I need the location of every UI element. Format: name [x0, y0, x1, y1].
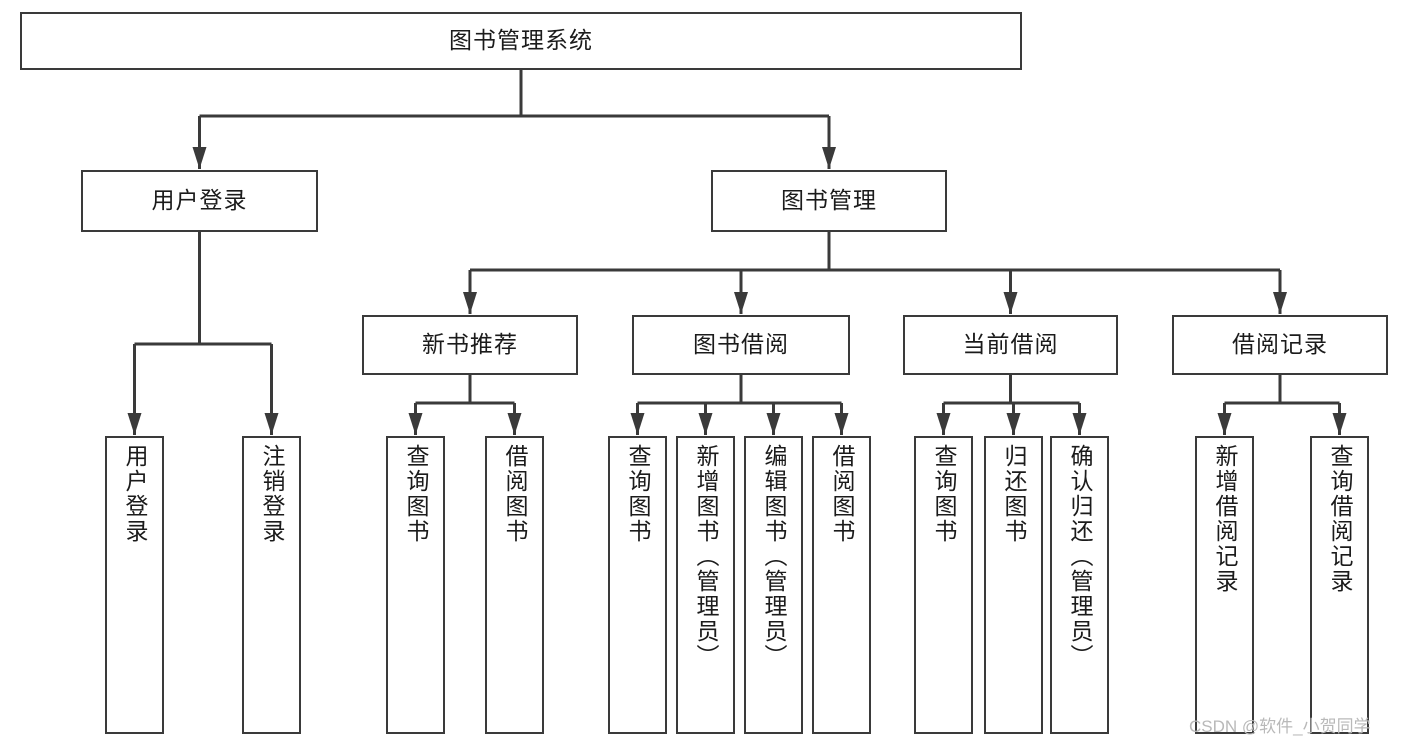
node-l3-record[interactable]: 借阅记录	[1172, 315, 1388, 375]
node-label: 用户登录	[151, 187, 248, 214]
node-l4-d2[interactable]: 归还图书	[984, 436, 1043, 734]
node-label: 编辑图书（管理员）	[761, 444, 787, 669]
node-l4-c2[interactable]: 新增图书（管理员）	[676, 436, 735, 734]
node-l4-c4[interactable]: 借阅图书	[812, 436, 871, 734]
node-l3-borrow[interactable]: 图书借阅	[632, 315, 850, 375]
node-l4-a1[interactable]: 用户登录	[105, 436, 164, 734]
node-l4-b1[interactable]: 查询图书	[386, 436, 445, 734]
node-l4-b2[interactable]: 借阅图书	[485, 436, 544, 734]
node-label: 借阅记录	[1232, 331, 1328, 358]
node-label: 注销登录	[259, 444, 285, 544]
node-l4-d3[interactable]: 确认归还（管理员）	[1050, 436, 1109, 734]
node-label: 用户登录	[122, 444, 148, 544]
node-label: 新增借阅记录	[1212, 444, 1238, 594]
node-l3-newbook[interactable]: 新书推荐	[362, 315, 578, 375]
node-label: 借阅图书	[829, 444, 855, 544]
node-label: 查询图书	[625, 444, 651, 544]
node-label: 图书管理系统	[449, 27, 593, 54]
node-label: 图书借阅	[693, 331, 789, 358]
node-label: 确认归还（管理员）	[1067, 444, 1093, 669]
node-label: 新增图书（管理员）	[693, 444, 719, 669]
node-l4-d1[interactable]: 查询图书	[914, 436, 973, 734]
node-label: 图书管理	[781, 187, 877, 214]
node-l2-login[interactable]: 用户登录	[81, 170, 318, 232]
page-title-box[interactable]: 图书管理系统	[20, 12, 1022, 70]
node-label: 当前借阅	[962, 331, 1059, 358]
node-label: 新书推荐	[422, 331, 518, 358]
node-l2-book[interactable]: 图书管理	[711, 170, 947, 232]
node-l4-a2[interactable]: 注销登录	[242, 436, 301, 734]
node-label: 查询图书	[931, 444, 957, 544]
node-label: 归还图书	[1001, 444, 1027, 544]
node-label: 查询图书	[403, 444, 429, 544]
node-l4-c1[interactable]: 查询图书	[608, 436, 667, 734]
node-label: 查询借阅记录	[1327, 444, 1353, 594]
node-l4-c3[interactable]: 编辑图书（管理员）	[744, 436, 803, 734]
node-l3-current[interactable]: 当前借阅	[903, 315, 1118, 375]
node-label: 借阅图书	[502, 444, 528, 544]
node-l4-e2[interactable]: 查询借阅记录	[1310, 436, 1369, 734]
node-l4-e1[interactable]: 新增借阅记录	[1195, 436, 1254, 734]
